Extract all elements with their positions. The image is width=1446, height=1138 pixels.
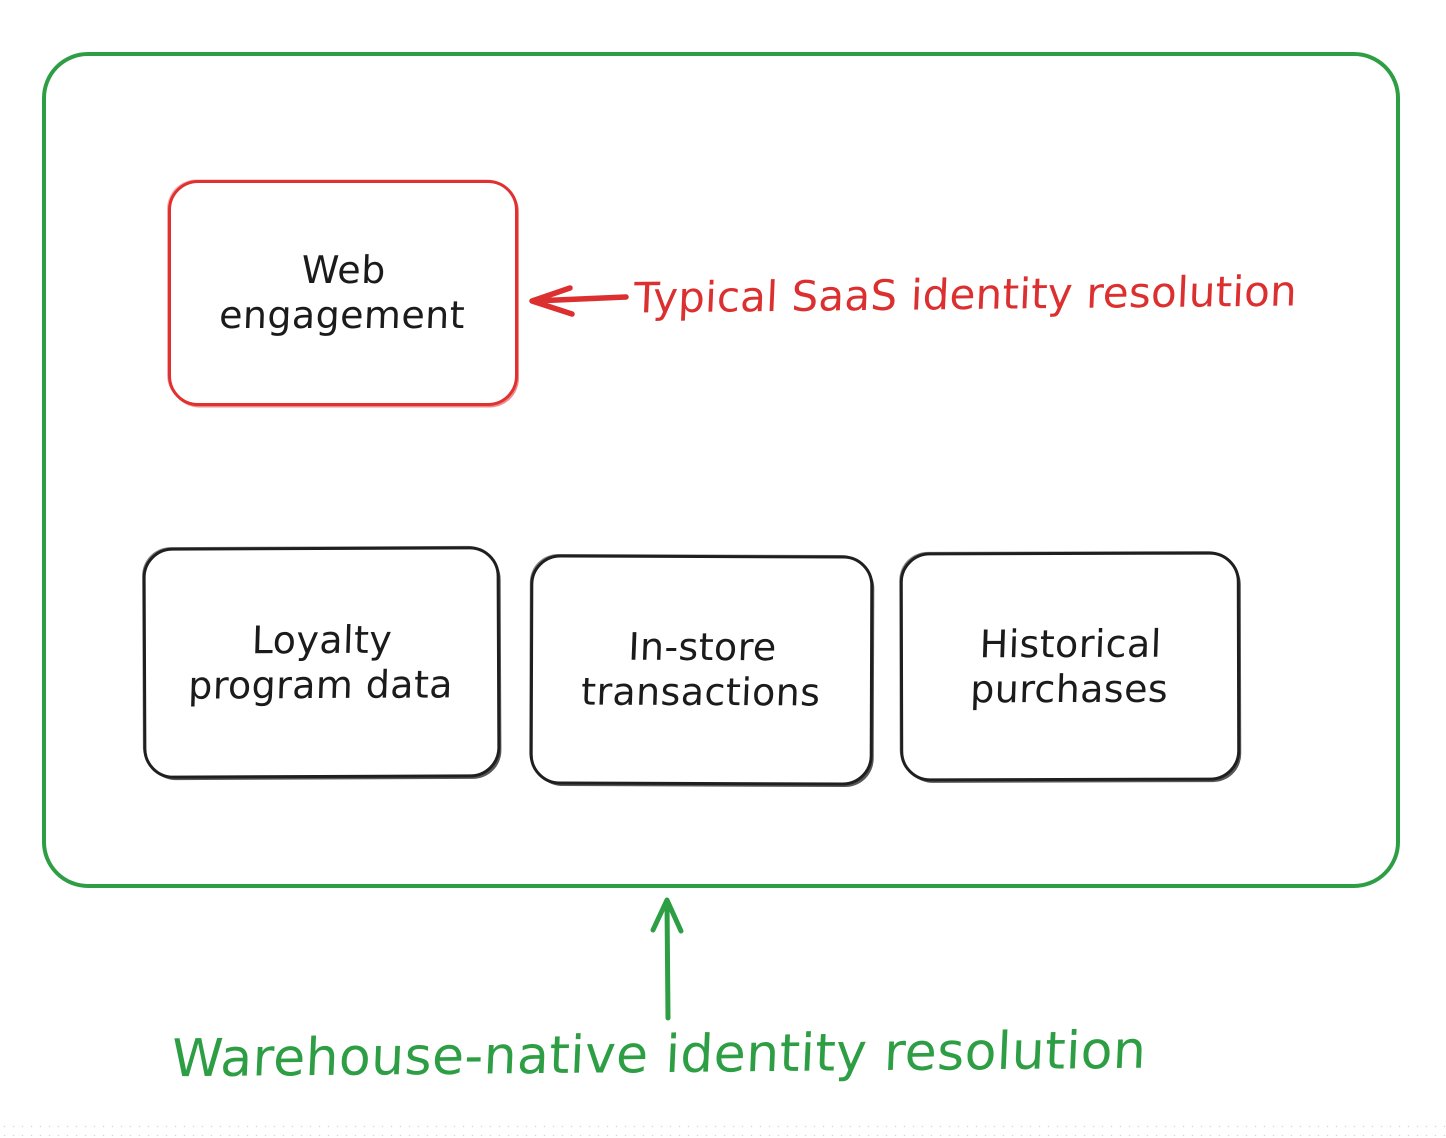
annotation-typical-saas: Typical SaaS identity resolution <box>632 266 1298 323</box>
node-historical-purchases[interactable]: Historical purchases <box>899 551 1241 782</box>
node-loyalty-program-data[interactable]: Loyalty program data <box>142 546 501 779</box>
node-in-store-transactions-label: In-store transactions <box>580 624 822 715</box>
arrow-warehouse-native-icon <box>650 897 684 1021</box>
node-web-engagement[interactable]: Web engagement <box>168 180 518 406</box>
node-loyalty-program-data-label: Loyalty program data <box>187 617 454 708</box>
node-historical-purchases-label: Historical purchases <box>969 621 1169 711</box>
bottom-texture-strip <box>0 1122 1446 1138</box>
node-in-store-transactions[interactable]: In-store transactions <box>529 554 874 786</box>
annotation-warehouse-native: Warehouse-native identity resolution <box>170 1020 1148 1090</box>
warehouse-boundary-container <box>42 52 1400 888</box>
node-web-engagement-label: Web engagement <box>218 248 466 337</box>
